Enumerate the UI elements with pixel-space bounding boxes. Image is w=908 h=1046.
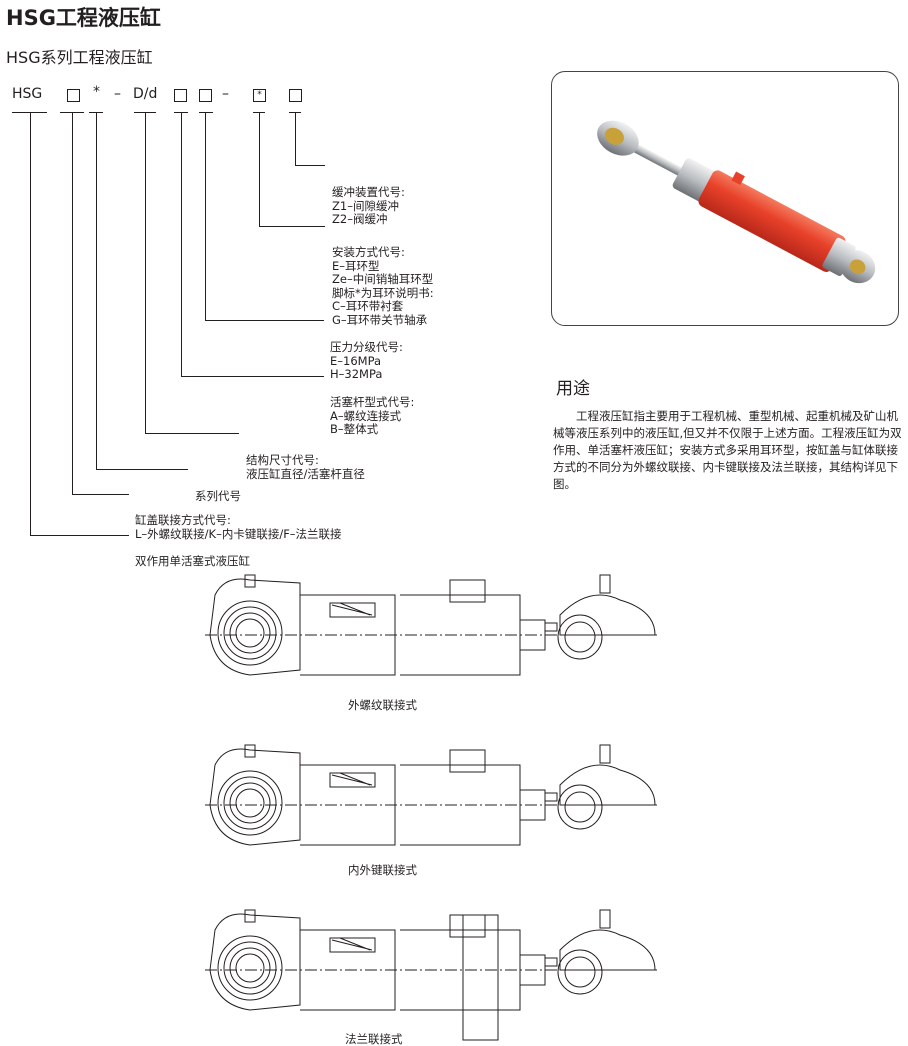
drawing-internal-key	[204, 744, 661, 846]
legend-line: C–耳环带衬套	[332, 299, 404, 313]
legend-line: E–耳环型	[332, 258, 380, 273]
legend-line: B–整体式	[330, 422, 379, 436]
leader-line	[259, 112, 260, 226]
code-prefix: HSG	[12, 86, 43, 102]
legend-cover: 缸盖联接方式代号:L–外螺纹联接/K–内卡键联接/F–法兰联接	[135, 487, 342, 568]
legend-line: Z1–间隙缓冲	[332, 198, 399, 213]
section-title: HSG系列工程液压缸	[6, 48, 153, 67]
drawing-caption: 内外键联接式	[348, 863, 417, 877]
legend-line: E–16MPa	[330, 353, 382, 368]
code-dd: D/d	[133, 86, 158, 102]
legend-line: Ze–中间销轴耳环型	[332, 272, 434, 286]
product-photo	[551, 71, 899, 326]
code-star: *	[93, 84, 100, 100]
usage-heading: 用途	[556, 379, 590, 399]
leader-line	[181, 112, 182, 376]
code-box-buffer	[289, 89, 302, 102]
code-dash: –	[114, 86, 121, 102]
legend-line: G–耳环带关节轴承	[332, 312, 428, 327]
legend-line: 缓冲装置代号:	[332, 185, 405, 199]
code-box-rod	[174, 89, 187, 102]
drawing-external-thread	[204, 574, 661, 676]
legend-line: 活塞杆型式代号:	[330, 395, 415, 409]
legend-line: 安装方式代号:	[332, 245, 405, 259]
legend-line: A–螺纹连接式	[330, 408, 402, 423]
drawing-caption: 法兰联接式	[345, 1032, 403, 1046]
code-box-cover	[67, 89, 80, 102]
legend-line: 系列代号	[195, 489, 241, 503]
legend-line: 液压缸直径/活塞杆直径	[246, 466, 365, 481]
leader-line	[181, 376, 324, 377]
leader-line	[72, 494, 129, 495]
leader-line	[145, 112, 146, 433]
legend-line: H–32MPa	[330, 367, 383, 381]
leader-line	[96, 469, 188, 470]
leader-line	[205, 320, 324, 321]
legend-type: 双作用单活塞式液压缸	[135, 528, 250, 596]
usage-text: 工程液压缸指主要用于工程机械、重型机械、起重机械及矿山机械等液压系列中的液压缸,…	[553, 409, 902, 491]
code-box-pressure	[199, 89, 212, 102]
leader-line	[295, 165, 325, 166]
code-dash: –	[222, 86, 229, 102]
drawing-flange	[204, 909, 661, 1011]
legend-series: 系列代号	[195, 463, 241, 531]
flange-plate	[462, 914, 499, 1041]
leader-line	[30, 112, 31, 535]
leader-line	[30, 535, 129, 536]
legend-line: 双作用单活塞式液压缸	[135, 554, 250, 568]
leader-line	[96, 112, 97, 469]
leader-line	[145, 433, 239, 434]
legend-line: 脚标*为耳环说明书:	[332, 285, 434, 300]
legend-line: L–外螺纹联接/K–内卡键联接/F–法兰联接	[135, 526, 342, 541]
leader-line	[259, 226, 325, 227]
underline	[199, 112, 213, 113]
leader-line	[205, 112, 206, 320]
legend-line: Z2–阀缓冲	[332, 212, 388, 226]
underline	[12, 112, 47, 113]
legend-line: 结构尺寸代号:	[246, 453, 319, 467]
leader-line	[295, 112, 296, 165]
legend-line: 压力分级代号:	[330, 340, 403, 354]
code-box-mount: *	[253, 89, 266, 102]
legend-size: 结构尺寸代号:液压缸直径/活塞杆直径	[246, 427, 365, 508]
legend-line: 缸盖联接方式代号:	[135, 513, 231, 527]
leader-line	[72, 112, 73, 494]
page-title: HSG工程液压缸	[6, 6, 161, 30]
drawing-caption: 外螺纹联接式	[348, 698, 417, 712]
